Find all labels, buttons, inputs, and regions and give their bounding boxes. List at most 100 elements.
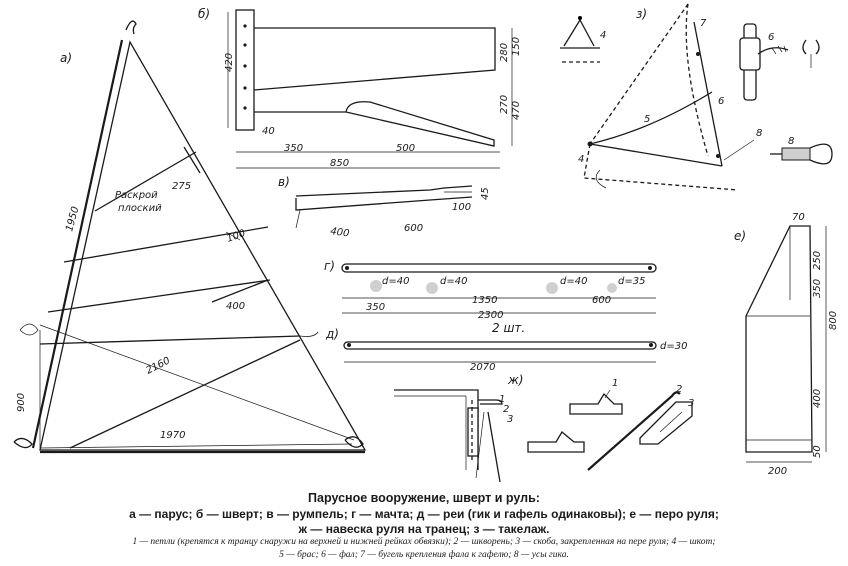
sail-note-line1: Раскрой [115, 190, 158, 201]
dim-50: 50 [812, 445, 823, 458]
panel-label-z: з) [636, 7, 647, 21]
mast-section [370, 280, 382, 292]
hinge-loop-bottom [527, 431, 585, 453]
dim-100-tiller: 100 [452, 202, 471, 213]
dim-420: 420 [224, 53, 235, 72]
panel-label-v: в) [278, 175, 290, 189]
dim-350-mast: 350 [366, 302, 385, 313]
head-loop [125, 20, 137, 35]
tiller-top [295, 185, 473, 197]
boom-jaws-detail: 8 [770, 136, 833, 165]
tack-loop [13, 437, 33, 449]
sheet-detail: 4 [560, 16, 606, 63]
dim-600-tiller: 600 [404, 223, 423, 234]
dim-275: 275 [172, 181, 191, 192]
centerboard-lower [345, 101, 495, 147]
dim-850: 850 [330, 158, 349, 169]
ref-5: 5 [644, 114, 650, 125]
caption-line2: ж — навеска руля на транец; з — такелаж. [298, 522, 550, 536]
dim-500: 500 [396, 143, 415, 154]
batten-lower [211, 279, 269, 303]
boom-line [589, 143, 723, 167]
dim-d40-2: d=40 [440, 276, 467, 287]
dim-400-rudder: 400 [812, 389, 823, 408]
panel-label-zh: ж) [507, 373, 524, 387]
dim-2300: 2300 [478, 310, 503, 321]
sail-note-line2: плоский [118, 203, 162, 214]
tiller-bottom [295, 196, 473, 211]
ref-6: 6 [718, 96, 724, 107]
dim-2070: 2070 [470, 362, 495, 373]
dim-d40-3: d=40 [560, 276, 587, 287]
technical-drawing: а) 1950 Раскрой плоский 275 100 400 2160… [13, 3, 839, 483]
ref-2-hinge: 2 [503, 404, 509, 415]
rudder-drawing: е) 70 250 350 800 400 50 200 [734, 212, 839, 477]
mast-spar [31, 39, 124, 449]
dim-150: 150 [511, 37, 522, 56]
dim-600-mast: 600 [592, 295, 611, 306]
dim-470: 470 [511, 101, 522, 120]
seam-line [94, 151, 197, 212]
yard-drawing: д) 2 шт. d=30 2070 [325, 321, 687, 373]
hinge-loop-top [569, 392, 623, 415]
centerboard-drawing: б) 420 40 350 500 850 280 150 270 470 [198, 7, 522, 169]
ref-1-hinge: 1 [499, 394, 505, 405]
mast-rod [341, 263, 657, 273]
panel-label-d: д) [325, 327, 339, 341]
mast-section [607, 283, 617, 293]
dim-1970: 1970 [160, 430, 185, 441]
dim-d30: d=30 [660, 341, 687, 352]
ref-3-hinge: 3 [507, 414, 513, 425]
seam-line [47, 279, 271, 313]
ref-6-detail: 6 [768, 32, 774, 43]
panel-label-b: б) [198, 7, 210, 21]
caption-title: Парусное вооружение, шверт и руль: [308, 491, 540, 505]
mast-section [546, 282, 558, 294]
dim-200: 200 [768, 466, 787, 477]
ref-8-detail: 8 [788, 136, 794, 147]
brace-line [589, 91, 713, 145]
pintle [587, 391, 681, 471]
dim-350-rudder: 350 [812, 279, 823, 298]
gaff-dashed [589, 3, 689, 145]
ref-8: 8 [756, 128, 762, 139]
dim-d40-1: d=40 [382, 276, 409, 287]
mast-section [426, 282, 438, 294]
rudder-edge [467, 407, 479, 457]
ref-2-pintle: 2 [676, 384, 682, 395]
ref-4: 4 [578, 154, 584, 165]
ref-1-loop: 1 [612, 378, 618, 389]
dim-270: 270 [499, 95, 510, 114]
dim-45: 45 [480, 187, 491, 200]
transom-outline [394, 389, 479, 470]
rudder-blade [745, 225, 813, 453]
hinge-drawing: ж) 1 2 3 1 2 3 [394, 373, 694, 483]
dim-70: 70 [792, 212, 805, 223]
dim-1350: 1350 [472, 295, 497, 306]
tiller-drawing: в) 400 600 100 45 [278, 175, 491, 240]
clew-loop-right [344, 436, 364, 448]
centerboard-upper [253, 27, 496, 91]
mast-drawing: г) d=40 d=40 d=40 d=35 350 1350 600 2300 [324, 259, 657, 321]
rigging-drawing: з) 4 7 6 5 4 8 6 [560, 3, 833, 191]
seam-line [69, 339, 301, 449]
dim-40: 40 [262, 126, 275, 137]
ref-4-detail: 4 [600, 30, 606, 41]
batten-upper [183, 146, 201, 174]
caption-legend1: 1 — петли (крепятся к транцу снаружи на … [132, 537, 716, 547]
dim-100: 100 [225, 228, 247, 245]
dim-800: 800 [828, 311, 839, 330]
dim-1950: 1950 [64, 205, 81, 232]
caption-line1: а — парус; б — шверт; в — румпель; г — м… [129, 507, 719, 521]
diagonal-2160 [39, 324, 355, 441]
dim-d35: d=35 [618, 276, 645, 287]
yard-quantity: 2 шт. [492, 321, 525, 335]
panel-label-e: е) [734, 229, 746, 243]
seam-line [63, 226, 269, 263]
dim-900: 900 [16, 393, 27, 412]
seam-line [39, 335, 301, 345]
sail-drawing: а) 1950 Раскрой плоский 275 100 400 2160… [13, 20, 367, 454]
dim-250: 250 [812, 251, 823, 270]
panel-label-g: г) [324, 259, 335, 273]
dim-350: 350 [284, 143, 303, 154]
